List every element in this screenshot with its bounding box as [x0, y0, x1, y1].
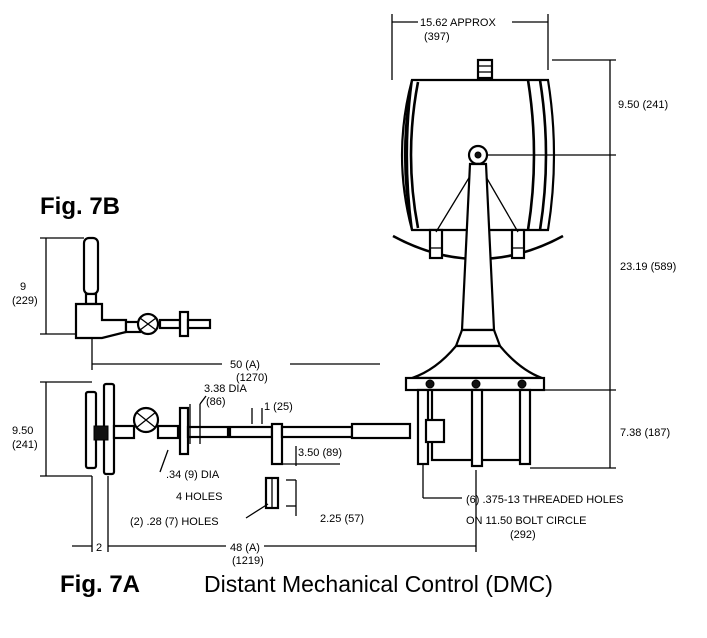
base-height-dim: 7.38 (187)	[620, 427, 670, 439]
threaded-holes-note: (6) .375-13 THREADED HOLES	[466, 494, 624, 506]
figure-caption: Distant Mechanical Control (DMC)	[204, 571, 553, 597]
fig-7b-length-dim: 50 (A)	[230, 359, 260, 371]
searchlight-base	[404, 376, 546, 468]
coupling-offset-dim: 1 (25)	[264, 401, 293, 413]
shaft-assembly	[84, 382, 412, 510]
bolt-holes-dia-dim: .34 (9) DIA	[166, 469, 220, 481]
bolt-circle-note: ON 11.50 BOLT CIRCLE	[466, 515, 586, 527]
fig-7b-assembly	[74, 236, 212, 340]
searchlight-column	[411, 162, 543, 380]
bolt-circle-note-mm: (292)	[510, 529, 536, 541]
fig-7a-label: Fig. 7A	[60, 571, 140, 598]
searchlight-width-dim: 15.62 APPROX	[420, 17, 496, 29]
bolt-holes-count: 4 HOLES	[176, 491, 222, 503]
dimension-lines	[40, 14, 616, 552]
wheel-dia-dim: 9.50	[12, 425, 33, 437]
searchlight-head	[392, 58, 564, 261]
fig-7b-height-dim: 9	[20, 281, 26, 293]
fig-7b-height-dim-mm: (229)	[12, 295, 38, 307]
overall-length-dim-mm: (1219)	[232, 555, 264, 567]
column-height-dim: 23.19 (589)	[620, 261, 676, 273]
shaft-spacing-dim: 3.50 (89)	[298, 447, 342, 459]
head-half-height-dim: 9.50 (241)	[618, 99, 668, 111]
fig-7b-length-dim-mm: (1270)	[236, 372, 268, 384]
pin-spacing-dim: 2.25 (57)	[320, 513, 364, 525]
fig-7b-label: Fig. 7B	[40, 193, 120, 220]
handwheel-offset-dim: 2	[96, 542, 102, 554]
overall-length-dim: 48 (A)	[230, 542, 260, 554]
wheel-dia-dim-mm: (241)	[12, 439, 38, 451]
searchlight-width-dim-mm: (397)	[424, 31, 450, 43]
flange-dia-dim: 3.38 DIA	[204, 383, 247, 395]
pin-holes-dim: (2) .28 (7) HOLES	[130, 516, 219, 528]
flange-dia-dim-mm: (86)	[206, 396, 226, 408]
